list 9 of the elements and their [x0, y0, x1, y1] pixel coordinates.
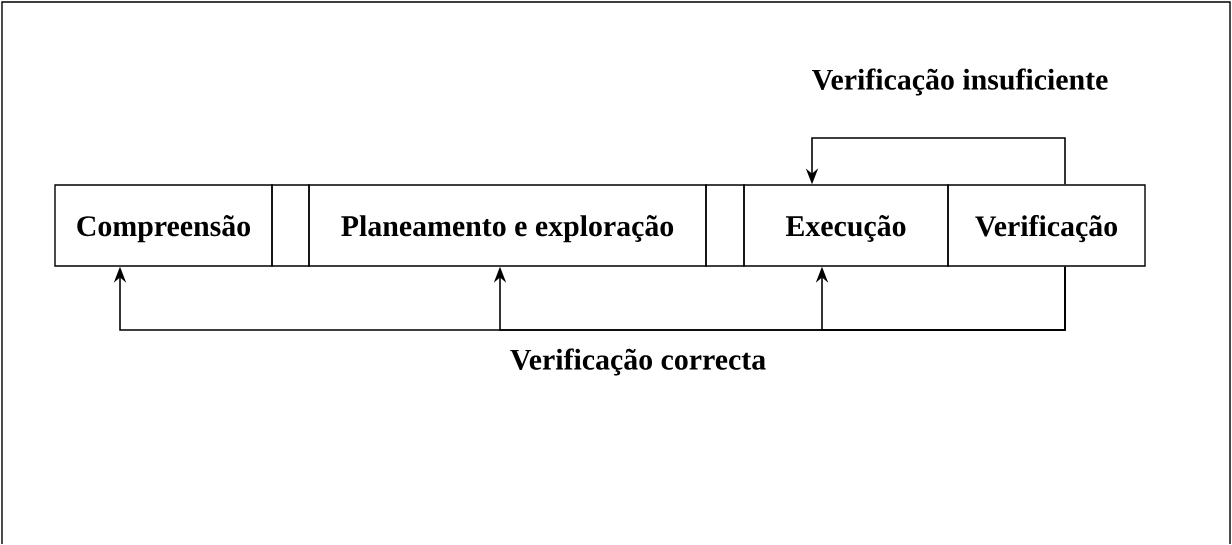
edge-label: Verificação correcta	[508, 346, 768, 378]
arrow	[815, 265, 1066, 331]
edge-label: Verificação insuficiente	[809, 66, 1111, 98]
process-box: Planeamento e exploração	[308, 184, 707, 267]
process-box: Compreensão	[54, 184, 273, 267]
empty-box	[705, 184, 745, 267]
empty-box	[271, 184, 310, 267]
process-box: Execução	[743, 184, 949, 267]
process-box: Verificação	[947, 184, 1146, 267]
